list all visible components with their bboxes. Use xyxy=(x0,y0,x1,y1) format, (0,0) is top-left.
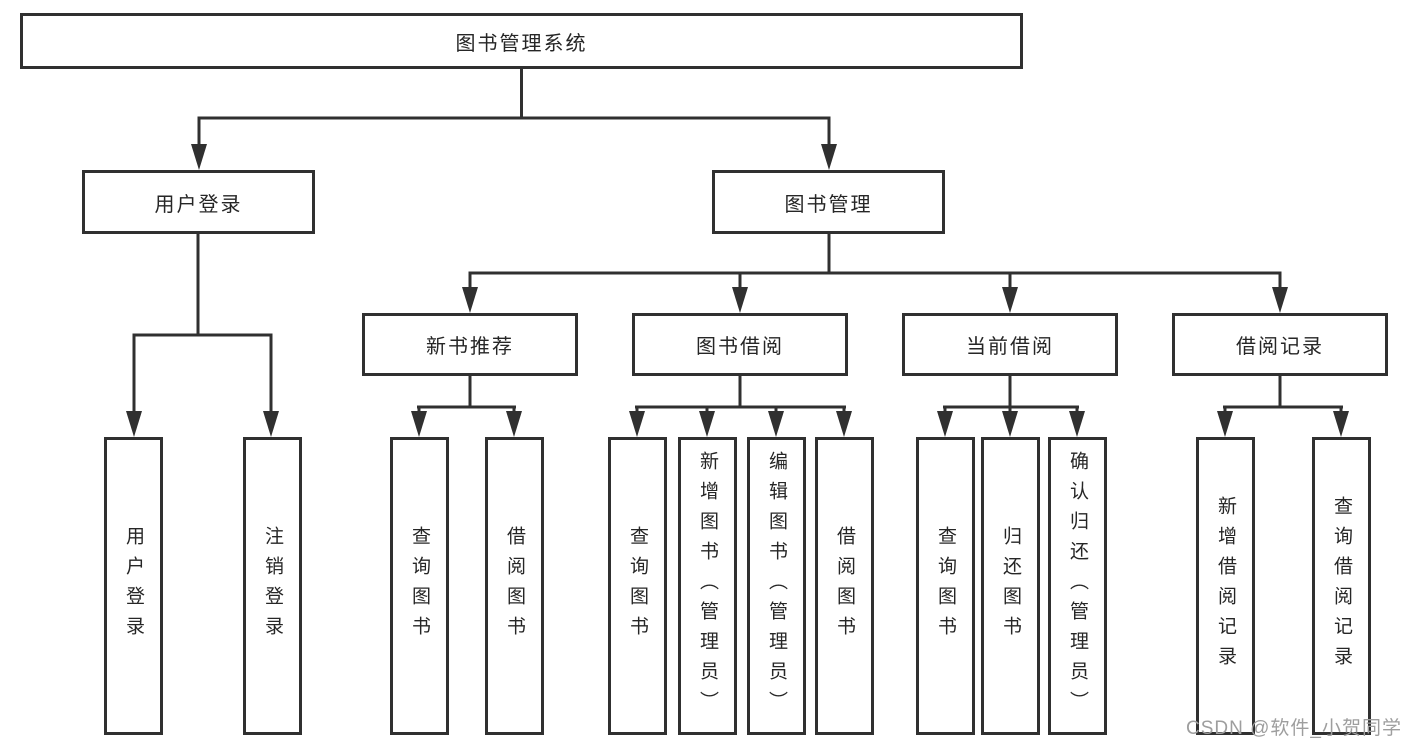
node-book-management: 图书管理 xyxy=(712,170,945,234)
leaf-return-book: 归还图书 xyxy=(981,437,1040,735)
leaf-confirm-return-admin: 确认归还（管理员） xyxy=(1048,437,1107,735)
node-user-login: 用户登录 xyxy=(82,170,315,234)
arrowheads xyxy=(126,144,1349,437)
leaf-query-books-current: 查询图书 xyxy=(916,437,975,735)
leaf-query-books-newbook: 查询图书 xyxy=(390,437,449,735)
leaf-user-login: 用户登录 xyxy=(104,437,163,735)
leaf-logout: 注销登录 xyxy=(243,437,302,735)
leaf-query-books-newbook-label: 查询图书 xyxy=(409,526,430,646)
leaf-borrow-books-borrow: 借阅图书 xyxy=(815,437,874,735)
leaf-borrow-books-borrow-label: 借阅图书 xyxy=(834,526,855,646)
leaf-add-borrow-record: 新增借阅记录 xyxy=(1196,437,1255,735)
node-new-book-recommend-label: 新书推荐 xyxy=(426,336,514,358)
leaf-edit-book-admin-label: 编辑图书（管理员） xyxy=(766,451,787,721)
leaf-return-book-label: 归还图书 xyxy=(1000,526,1021,646)
node-borrowing-records: 借阅记录 xyxy=(1172,313,1388,376)
leaf-confirm-return-admin-label: 确认归还（管理员） xyxy=(1067,451,1088,721)
leaf-add-book-admin-label: 新增图书（管理员） xyxy=(697,451,718,721)
leaf-add-book-admin: 新增图书（管理员） xyxy=(678,437,737,735)
leaf-logout-label: 注销登录 xyxy=(262,526,283,646)
leaf-query-borrow-record-label: 查询借阅记录 xyxy=(1331,496,1352,676)
node-root-label: 图书管理系统 xyxy=(455,32,588,55)
node-book-management-label: 图书管理 xyxy=(784,193,873,216)
node-current-borrowing: 当前借阅 xyxy=(902,313,1118,376)
node-book-borrowing-label: 图书借阅 xyxy=(696,336,784,358)
node-borrowing-records-label: 借阅记录 xyxy=(1236,336,1324,358)
leaf-query-borrow-record: 查询借阅记录 xyxy=(1312,437,1371,735)
leaf-edit-book-admin: 编辑图书（管理员） xyxy=(747,437,806,735)
node-book-borrowing: 图书借阅 xyxy=(632,313,848,376)
leaf-borrow-books-newbook-label: 借阅图书 xyxy=(504,526,525,646)
leaf-query-books-borrow: 查询图书 xyxy=(608,437,667,735)
leaf-add-borrow-record-label: 新增借阅记录 xyxy=(1215,496,1236,676)
leaf-query-books-borrow-label: 查询图书 xyxy=(627,526,648,646)
leaf-user-login-label: 用户登录 xyxy=(123,526,144,646)
node-user-login-label: 用户登录 xyxy=(154,193,243,216)
watermark: CSDN @软件_小贺同学 xyxy=(1186,718,1402,739)
node-current-borrowing-label: 当前借阅 xyxy=(966,336,1054,358)
leaf-query-books-current-label: 查询图书 xyxy=(935,526,956,646)
node-root: 图书管理系统 xyxy=(20,13,1023,69)
node-new-book-recommend: 新书推荐 xyxy=(362,313,578,376)
leaf-borrow-books-newbook: 借阅图书 xyxy=(485,437,544,735)
